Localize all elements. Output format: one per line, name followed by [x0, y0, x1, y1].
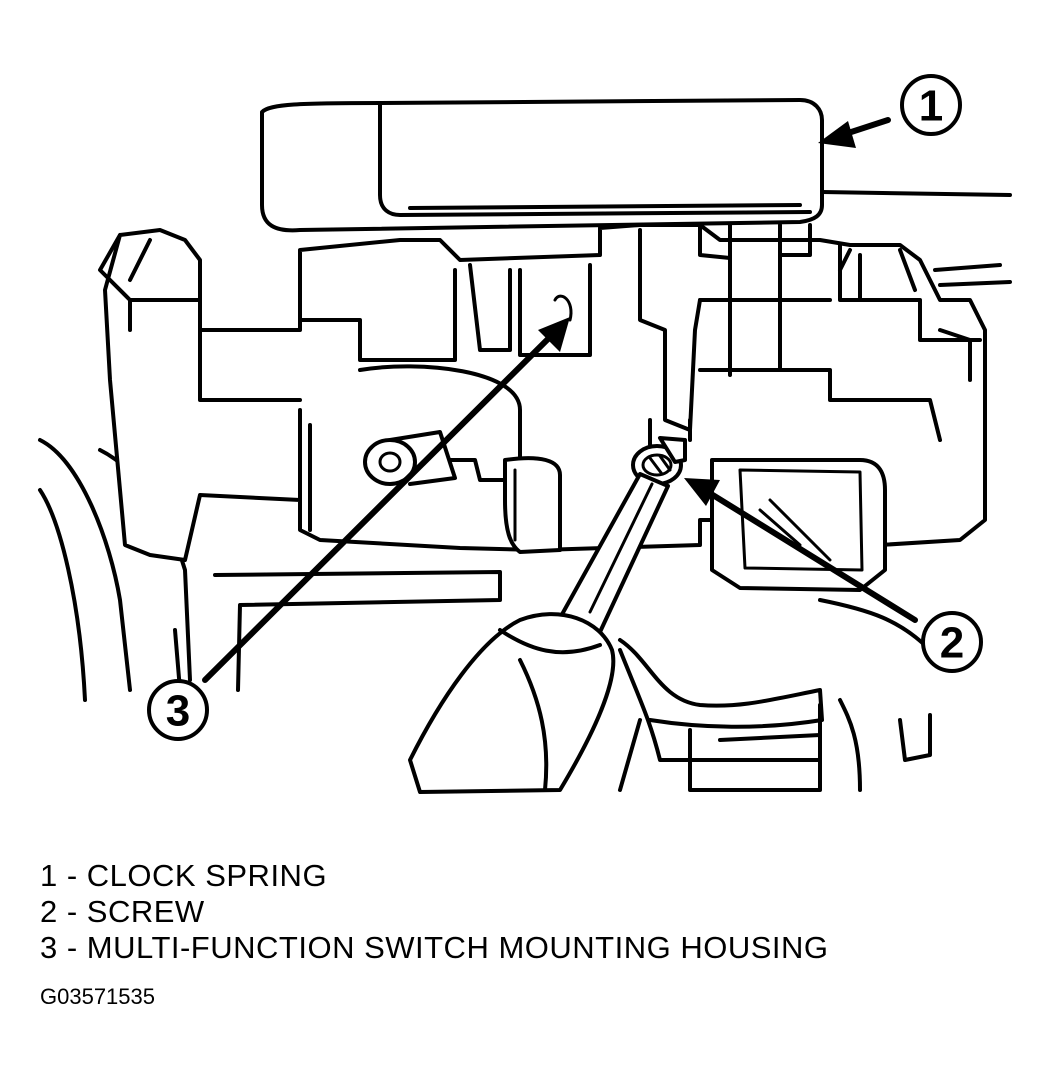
- callout-1-number: 1: [919, 82, 943, 131]
- legend-item-2: 2 - SCREW: [40, 894, 205, 929]
- leader-line-1: [818, 117, 891, 148]
- callout-3: 3: [147, 679, 209, 741]
- technical-illustration: 1 2 3: [38, 74, 1012, 794]
- hand: [408, 612, 824, 794]
- leader-line-2: [684, 478, 918, 623]
- callout-1: 1: [900, 74, 962, 136]
- leader-line-3: [202, 317, 570, 683]
- legend: 1 - CLOCK SPRING 2 - SCREW 3 - MULTI-FUN…: [40, 858, 829, 966]
- multi-function-switch-mounting-housing: [98, 223, 1012, 592]
- steering-column-body: [38, 438, 932, 792]
- callout-3-number: 3: [166, 687, 190, 736]
- figure-id: G03571535: [40, 984, 155, 1009]
- legend-item-1: 1 - CLOCK SPRING: [40, 858, 328, 893]
- legend-item-3: 3 - MULTI-FUNCTION SWITCH MOUNTING HOUSI…: [40, 930, 829, 965]
- callout-2: 2: [921, 611, 983, 673]
- callout-2-number: 2: [940, 619, 964, 668]
- clock-spring: [260, 98, 1012, 260]
